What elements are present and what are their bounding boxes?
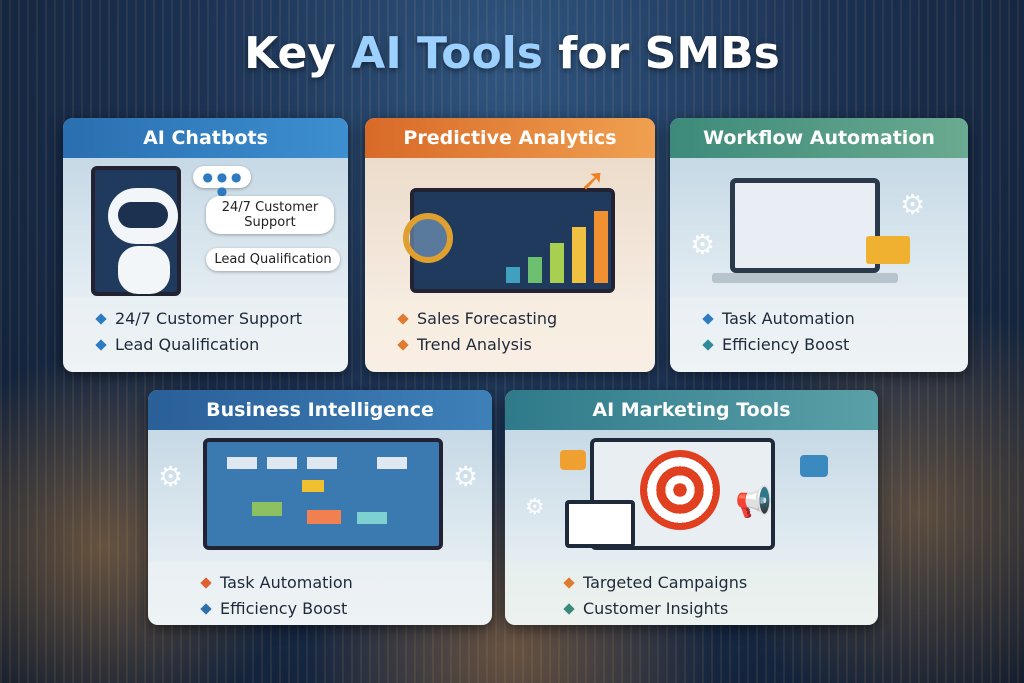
megaphone-icon: 📢	[735, 485, 773, 520]
trend-arrow-icon: ➚	[580, 163, 606, 198]
card-ai-chatbots: AI Chatbots ● ● ● ● 24/7 Customer Suppor…	[63, 118, 348, 372]
bi-illustration: ⚙ ⚙	[148, 430, 492, 562]
gear-icon: ⚙	[690, 228, 716, 261]
card-title: Business Intelligence	[148, 390, 492, 430]
card-business-intelligence: Business Intelligence ⚙ ⚙ Task Automatio…	[148, 390, 492, 625]
bullet-item: Efficiency Boost	[702, 332, 968, 358]
workflow-illustration: ⚙ ⚙	[670, 158, 968, 298]
speech-bubble: 24/7 Customer Support	[206, 196, 334, 234]
bullet-item: Trend Analysis	[397, 332, 655, 358]
bullet-item: Targeted Campaigns	[563, 570, 878, 596]
diamond-icon	[563, 577, 575, 589]
bullet-list: Task Automation Efficiency Boost	[670, 298, 968, 358]
chatbot-illustration: ● ● ● ● 24/7 Customer Support Lead Quali…	[63, 158, 348, 298]
eye-icon	[800, 455, 828, 477]
diamond-icon	[397, 313, 409, 325]
diamond-icon	[200, 577, 212, 589]
target-icon	[640, 450, 720, 530]
gear-icon: ⚙	[525, 495, 545, 520]
card-title: AI Chatbots	[63, 118, 348, 158]
card-predictive-analytics: Predictive Analytics ➚ Sales Forecasting…	[365, 118, 655, 372]
robot-icon	[108, 188, 178, 244]
diamond-icon	[702, 339, 714, 351]
card-title: Workflow Automation	[670, 118, 968, 158]
bullet-item: Lead Qualification	[95, 332, 348, 358]
typing-bubble-icon: ● ● ● ●	[193, 166, 251, 198]
diamond-icon	[95, 339, 107, 351]
envelope-icon	[866, 236, 910, 264]
chat-icon	[560, 450, 586, 470]
laptop-icon	[730, 178, 880, 273]
bullet-item: Task Automation	[702, 306, 968, 332]
diamond-icon	[397, 339, 409, 351]
diamond-icon	[563, 603, 575, 615]
speech-bubble: Lead Qualification	[206, 248, 340, 271]
card-title: AI Marketing Tools	[505, 390, 878, 430]
diamond-icon	[200, 603, 212, 615]
page-title: Key AI Tools for SMBs	[244, 28, 780, 79]
diamond-icon	[95, 313, 107, 325]
gear-icon: ⚙	[158, 460, 184, 493]
analytics-illustration: ➚	[365, 158, 655, 298]
bullet-list: 24/7 Customer Support Lead Qualification	[63, 298, 348, 358]
bullet-item: Sales Forecasting	[397, 306, 655, 332]
diamond-icon	[702, 313, 714, 325]
gear-icon: ⚙	[900, 188, 926, 221]
bullet-item: Task Automation	[200, 570, 492, 596]
bar-chart-icon	[565, 500, 635, 548]
card-workflow-automation: Workflow Automation ⚙ ⚙ Task Automation …	[670, 118, 968, 372]
card-title: Predictive Analytics	[365, 118, 655, 158]
gear-icon: ⚙	[453, 460, 479, 493]
tablet-chart-icon	[410, 188, 615, 293]
magnifier-icon	[403, 213, 453, 263]
flowchart-screen-icon	[203, 438, 443, 550]
bullet-list: Sales Forecasting Trend Analysis	[365, 298, 655, 358]
bullet-list: Task Automation Efficiency Boost	[148, 562, 492, 622]
card-ai-marketing-tools: AI Marketing Tools 📢 ⚙ Targeted Campaign…	[505, 390, 878, 625]
bullet-item: 24/7 Customer Support	[95, 306, 348, 332]
marketing-illustration: 📢 ⚙	[505, 430, 878, 562]
bullet-list: Targeted Campaigns Customer Insights	[505, 562, 878, 622]
bullet-item: Customer Insights	[563, 596, 878, 622]
bullet-item: Efficiency Boost	[200, 596, 492, 622]
